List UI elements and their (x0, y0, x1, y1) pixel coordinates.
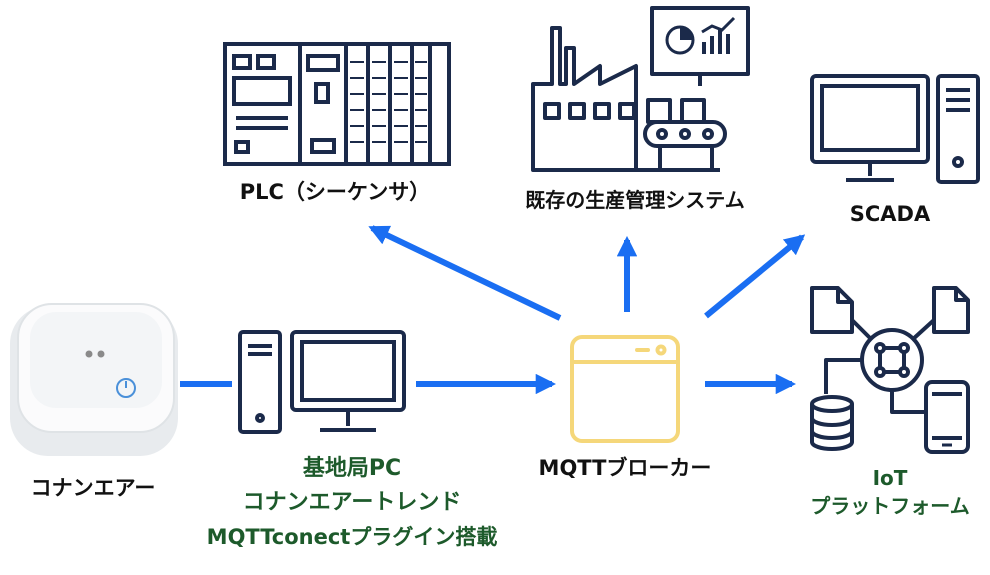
broker-window-icon (570, 335, 680, 443)
iot-line-1: IoT (872, 466, 908, 490)
arrow-broker-to-plc (368, 225, 562, 321)
scada-label: SCADA (849, 202, 931, 226)
broker-label: MQTTブローカー (538, 456, 712, 480)
plc-icon (223, 42, 451, 166)
pc-icon (238, 330, 406, 434)
iot-label: IoT プラットフォーム (790, 464, 990, 520)
arrows (180, 225, 806, 395)
base-pc-line-1: 基地局PC (302, 456, 402, 481)
factory-icon (531, 6, 750, 172)
base-pc-label: 基地局PC コナンエアートレンド MQTTconectプラグイン搭載 (172, 452, 532, 554)
power-icon (116, 378, 136, 398)
monitor-chart-icon (665, 16, 736, 55)
production-label: 既存の生産管理システム (525, 188, 745, 212)
plc-label: PLC（シーケンサ） (239, 180, 431, 204)
iot-line-2: プラットフォーム (810, 494, 970, 518)
device-label: コナンエアー (30, 476, 156, 500)
base-pc-line-2: コナンエアートレンド (242, 490, 462, 515)
base-pc-line-3: MQTTconectプラグイン搭載 (206, 525, 498, 549)
arrow-broker-to-scada (704, 234, 806, 319)
conan-air-device (10, 303, 178, 456)
scada-computer-icon (810, 74, 980, 184)
iot-network-icon (810, 286, 970, 454)
